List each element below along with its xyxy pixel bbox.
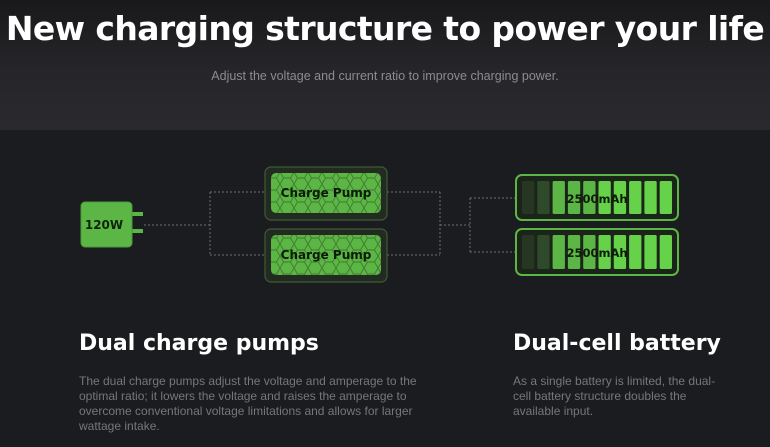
battery-segment	[613, 235, 627, 269]
feature-section: 120W Charge Pump Charge Pump 2500mAh 250…	[0, 130, 770, 447]
battery-cell-2: 2500mAh	[515, 228, 679, 276]
battery-segments	[522, 181, 672, 214]
battery-segment	[598, 235, 611, 269]
charger-label: 120W	[85, 218, 123, 232]
battery-segment	[644, 235, 657, 269]
battery-segment	[567, 235, 581, 269]
battery-segment	[552, 235, 565, 269]
pumps-section-title: Dual charge pumps	[79, 331, 319, 356]
battery-capacity-label: 2500mAh	[566, 192, 627, 206]
battery-segment	[583, 235, 596, 269]
charge-pump-label: Charge Pump	[281, 186, 372, 200]
battery-segment	[659, 181, 672, 214]
battery-segment	[598, 181, 611, 214]
charge-pump-1: Charge Pump	[264, 166, 388, 221]
battery-segment	[567, 181, 581, 214]
battery-segment	[537, 181, 550, 214]
page-title: New charging structure to power your lif…	[5, 9, 765, 48]
charge-pump-label: Charge Pump	[281, 248, 372, 262]
charge-pump-2: Charge Pump	[264, 228, 388, 283]
battery-segment	[613, 181, 627, 214]
battery-segment	[522, 181, 535, 214]
page-subtitle: Adjust the voltage and current ratio to …	[211, 69, 559, 83]
battery-capacity-label: 2500mAh	[566, 246, 627, 260]
battery-segment	[629, 235, 642, 269]
battery-section-title: Dual-cell battery	[513, 331, 721, 356]
battery-section-description: As a single battery is limited, the dual…	[513, 374, 716, 418]
connector-lines	[144, 191, 516, 256]
pumps-section-description: The dual charge pumps adjust the voltage…	[79, 374, 417, 433]
battery-segment	[583, 181, 596, 214]
battery-segments	[522, 235, 672, 269]
battery-segment	[659, 235, 672, 269]
battery-cell-1: 2500mAh	[515, 174, 679, 221]
hero-banner: New charging structure to power your lif…	[0, 0, 770, 130]
charger-120w: 120W	[80, 201, 143, 248]
battery-segment	[629, 181, 642, 214]
battery-segment	[552, 181, 565, 214]
battery-segment	[522, 235, 535, 269]
battery-segment	[644, 181, 657, 214]
charging-diagram: 120W Charge Pump Charge Pump 2500mAh 250…	[80, 166, 679, 283]
battery-segment	[537, 235, 550, 269]
